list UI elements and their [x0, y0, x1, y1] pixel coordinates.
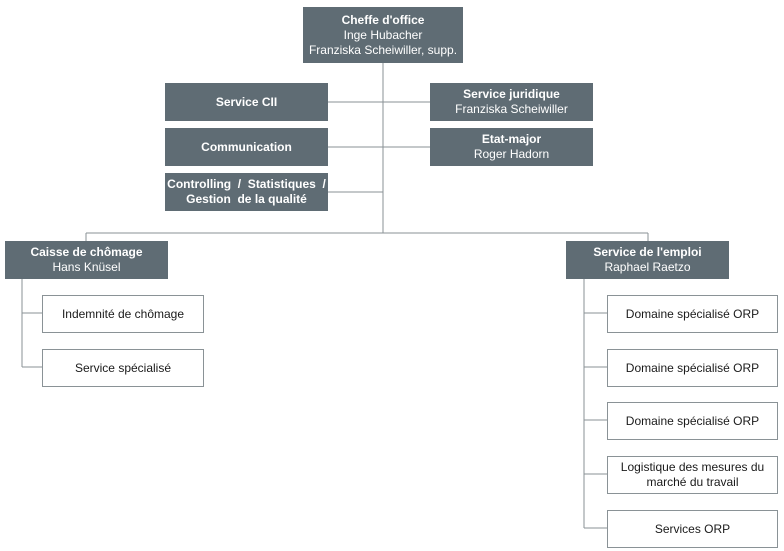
orp-domain-label-1: Domaine spécialisé ORP	[625, 306, 760, 321]
orp-domain-box-1: Domaine spécialisé ORP	[607, 295, 778, 333]
chief-box: Cheffe d'office Inge Hubacher Franziska …	[303, 7, 463, 63]
logistique-label-line2: marché du travail	[646, 475, 739, 489]
service-juridique-box: Service juridique Franziska Scheiwiller	[430, 83, 593, 121]
communication-title: Communication	[201, 139, 292, 154]
controlling-title-line1: Controlling / Statistiques /	[167, 177, 326, 191]
caisse-chomage-title: Caisse de chômage	[30, 245, 143, 259]
service-juridique-name: Franziska Scheiwiller	[455, 102, 568, 116]
orp-domain-label-2: Domaine spécialisé ORP	[625, 360, 760, 375]
service-specialise-label: Service spécialisé	[74, 360, 172, 375]
controlling-title-line2: Gestion de la qualité	[186, 192, 307, 206]
etat-major-name: Roger Hadorn	[473, 147, 550, 161]
services-orp-box: Services ORP	[607, 510, 778, 548]
service-emploi-box: Service de l'emploi Raphael Raetzo	[566, 241, 729, 279]
chief-name: Inge Hubacher	[343, 27, 423, 42]
services-orp-label: Services ORP	[654, 521, 731, 536]
indemnite-chomage-box: Indemnité de chômage	[42, 295, 204, 333]
chief-title: Cheffe d'office	[341, 12, 425, 27]
orp-domain-box-2: Domaine spécialisé ORP	[607, 349, 778, 387]
service-specialise-box: Service spécialisé	[42, 349, 204, 387]
service-emploi-name: Raphael Raetzo	[604, 260, 691, 274]
logistique-label-line1: Logistique des mesures du	[620, 460, 765, 474]
service-cii-box: Service CII	[165, 83, 328, 121]
communication-box: Communication	[165, 128, 328, 166]
logistique-box: Logistique des mesures du marché du trav…	[607, 456, 778, 494]
controlling-box: Controlling / Statistiques / Gestion de …	[165, 173, 328, 211]
indemnite-chomage-label: Indemnité de chômage	[61, 306, 185, 321]
service-emploi-title: Service de l'emploi	[593, 245, 702, 259]
etat-major-title: Etat-major	[481, 132, 542, 146]
orp-domain-label-3: Domaine spécialisé ORP	[625, 413, 760, 428]
etat-major-box: Etat-major Roger Hadorn	[430, 128, 593, 166]
chief-deputy: Franziska Scheiwiller, supp.	[308, 42, 458, 57]
caisse-chomage-box: Caisse de chômage Hans Knüsel	[5, 241, 168, 279]
service-juridique-title: Service juridique	[463, 87, 560, 101]
service-cii-title: Service CII	[215, 94, 278, 109]
caisse-chomage-name: Hans Knüsel	[52, 260, 121, 274]
orp-domain-box-3: Domaine spécialisé ORP	[607, 402, 778, 440]
